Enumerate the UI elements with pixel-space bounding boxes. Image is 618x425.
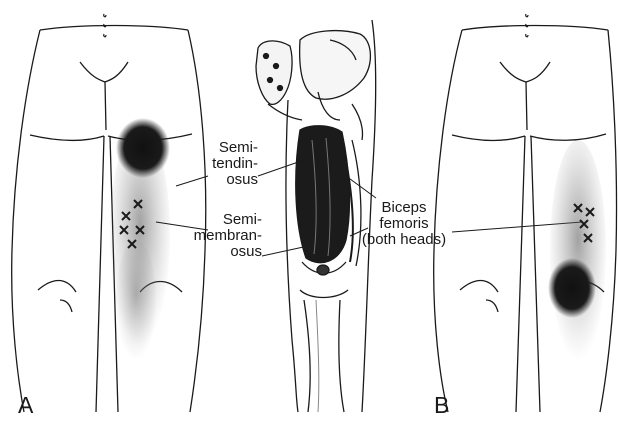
label-semitendinosus: Semi- tendin- osus xyxy=(196,140,258,188)
label-line: Semi- xyxy=(196,140,258,156)
panel-label-b: B xyxy=(434,392,449,419)
panel-a-drawing xyxy=(12,14,206,412)
label-line: Semi- xyxy=(188,212,262,228)
left-leg-outline xyxy=(12,30,40,412)
label-line: tendin- xyxy=(196,156,258,172)
label-line: osus xyxy=(188,244,262,260)
label-line: Biceps xyxy=(352,200,456,216)
label-line: (both heads) xyxy=(352,232,456,248)
label-line: femoris xyxy=(352,216,456,232)
referred-pain-pattern-a xyxy=(110,118,170,360)
label-biceps-femoris: Biceps femoris (both heads) xyxy=(352,200,456,248)
label-line: osus xyxy=(196,172,258,188)
panel-label-a: A xyxy=(18,392,33,419)
label-semimembranosus: Semi- membran- osus xyxy=(188,212,262,260)
leader-semimembranosus xyxy=(262,246,308,256)
referred-pain-pattern-b xyxy=(548,140,606,360)
label-line: membran- xyxy=(188,228,262,244)
